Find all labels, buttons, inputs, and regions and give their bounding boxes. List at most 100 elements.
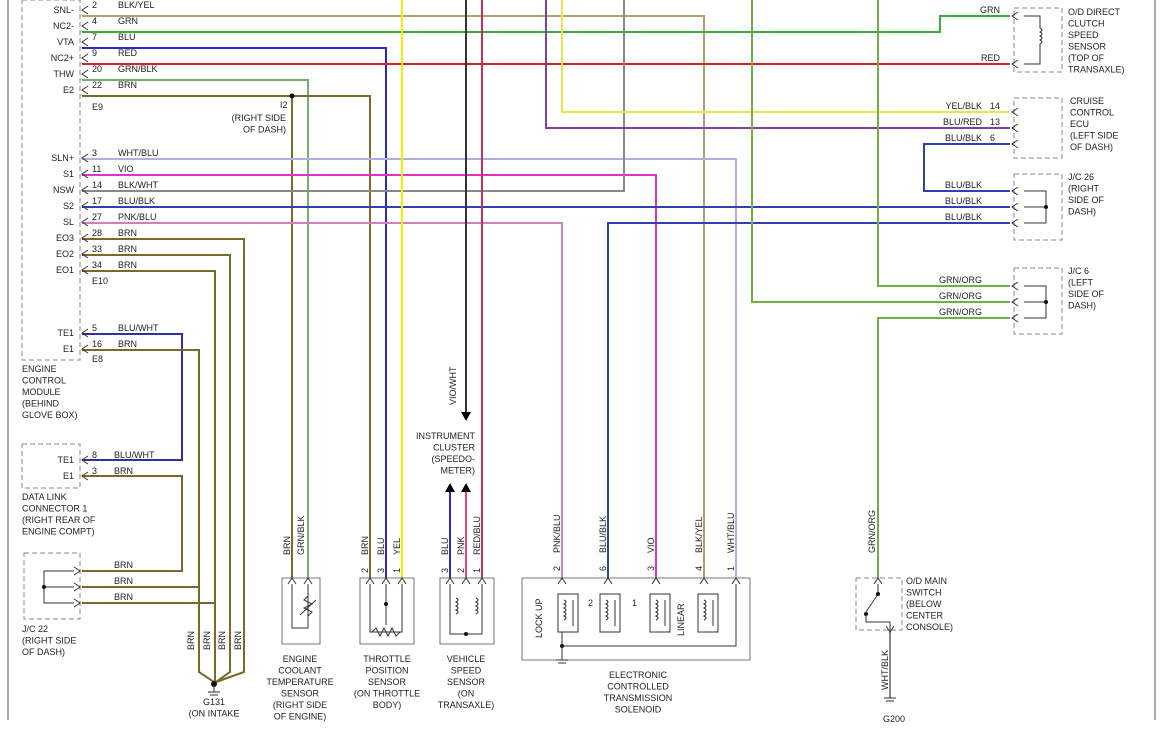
ects-arrow xyxy=(603,577,613,585)
jc26-arrow xyxy=(1011,202,1019,212)
od-switch-box xyxy=(855,577,903,631)
wire-nsw xyxy=(82,0,625,192)
vss-wire-label: BLU xyxy=(440,537,450,555)
ecm-wire-label: BRN xyxy=(118,80,137,90)
vss-arrow xyxy=(477,577,487,585)
jc6-label-line-1: (LEFT xyxy=(1068,278,1094,288)
vss-label-line-3: (ON xyxy=(458,689,475,699)
coolant-arrow xyxy=(287,577,297,585)
ecm-pin-num: 28 xyxy=(92,228,102,238)
wire-blu-red xyxy=(545,0,1010,129)
coolant-box xyxy=(281,577,321,645)
wire-s2-ect xyxy=(607,222,1010,578)
ects-arrow xyxy=(651,577,661,585)
ecm-conn-e10: E10 xyxy=(92,276,108,286)
tps-label-line-4: BODY) xyxy=(373,700,402,710)
ecm-pin-num: 7 xyxy=(92,32,97,42)
ects-num-1: 1 xyxy=(632,598,637,608)
g131-label-line-0: G131 xyxy=(203,697,225,707)
vss-label-line-4: TRANSAXLE) xyxy=(438,700,495,710)
ecm-wire-label: PNK/BLU xyxy=(118,212,157,222)
od-label-line-1: CLUTCH xyxy=(1068,19,1105,29)
jc26-dot xyxy=(1044,205,1048,209)
ecm-conn-e9: E9 xyxy=(92,102,103,112)
tps-wire-label: YEL xyxy=(392,538,402,555)
splice-dot xyxy=(289,93,295,99)
cluster-label-line-2: (SPEEDO- xyxy=(431,454,475,464)
ecm-pin-name: S1 xyxy=(63,169,74,179)
od-arrow-2 xyxy=(1011,59,1019,69)
ects-solenoid-1 xyxy=(599,593,621,633)
wire-e1 xyxy=(82,349,215,683)
g131-splice xyxy=(211,681,217,687)
ecm-pin-arrow xyxy=(81,328,89,338)
ecm-wire-label: BRN xyxy=(118,244,137,254)
ecm-label-line-4: GLOVE BOX) xyxy=(22,410,78,420)
ecm-pin-name: NSW xyxy=(53,185,75,195)
coolant-label-line-2: TEMPERATURE xyxy=(266,677,333,687)
vss-label-line-0: VEHICLE xyxy=(447,654,486,664)
wire-snl xyxy=(82,15,705,578)
vss-wire-label: RED/BLU xyxy=(472,516,482,555)
dlc-wire-label: BLU/WHT xyxy=(114,450,155,460)
cruise-wire-label: BLU/RED xyxy=(943,117,983,127)
components xyxy=(21,0,1063,702)
jc26-label-line-3: DASH) xyxy=(1068,207,1096,217)
coolant-label-line-0: ENGINE xyxy=(283,654,318,664)
od-switch-label-line-0: O/D MAIN xyxy=(906,576,947,586)
ecm-wire-label: BLK/YEL xyxy=(118,0,155,10)
g131-wire-label: BRN xyxy=(186,631,196,650)
ects-coil-0 xyxy=(562,599,567,621)
vss-wire-label: PNK xyxy=(456,536,466,555)
wire-sln xyxy=(82,158,737,578)
tps-pin-num: 1 xyxy=(392,568,402,573)
ects-pin-num: 2 xyxy=(552,566,562,571)
ects-common xyxy=(561,584,737,647)
coolant-resistor xyxy=(302,595,314,617)
jc22-arrow xyxy=(73,566,81,576)
jc22-label-line-1: (RIGHT SIDE xyxy=(22,636,76,646)
ecm-pin-arrow xyxy=(81,153,89,163)
coolant-label-line-5: OF ENGINE) xyxy=(274,712,327,722)
od-switch-out xyxy=(865,614,891,630)
ects-pin-num: 6 xyxy=(598,566,608,571)
tps-dot xyxy=(384,602,388,606)
cruise-label-line-0: CRUISE xyxy=(1070,96,1104,106)
ects-label-line-1: CONTROLLED xyxy=(607,682,669,692)
tps-pin-num: 3 xyxy=(376,568,386,573)
vss-pin-num: 2 xyxy=(456,568,466,573)
ecm-pin-arrow xyxy=(81,201,89,211)
od-switch-wire-top: GRN/ORG xyxy=(867,510,877,553)
tps-label-line-2: SENSOR xyxy=(368,677,407,687)
od-wire-red: RED xyxy=(981,53,1001,63)
ects-solenoid-3 xyxy=(697,593,719,633)
cruise-pin-num: 13 xyxy=(990,117,1000,127)
coolant-wire-grnblk: GRN/BLK xyxy=(296,515,306,555)
ects-pin-num: 3 xyxy=(646,566,656,571)
cluster-label-line-3: METER) xyxy=(441,466,476,476)
wire-eo3 xyxy=(82,238,245,683)
ecm-pin-arrow xyxy=(81,217,89,227)
jc6-wire-label: GRN/ORG xyxy=(939,291,982,301)
od-switch-label-line-1: SWITCH xyxy=(906,588,942,598)
ects-pin-num: 1 xyxy=(726,566,736,571)
cruise-wire-label: YEL/BLK xyxy=(945,101,982,111)
ecm-pin-num: 16 xyxy=(92,339,102,349)
dlc-label-line-2: (RIGHT REAR OF xyxy=(22,515,96,525)
ecm-wire-label: BRN xyxy=(118,339,137,349)
cruise-label-line-3: (LEFT SIDE xyxy=(1070,131,1118,141)
wire-nc2-minus xyxy=(82,15,1010,33)
vss-label-line-2: SENSOR xyxy=(447,677,486,687)
ecm-pin-name: EO2 xyxy=(56,249,74,259)
jc26-label-line-1: (RIGHT xyxy=(1068,184,1099,194)
ecm-conn-e8: E8 xyxy=(92,354,103,364)
ects-wire-label: BLU/BLK xyxy=(598,516,608,553)
dlc-pin-name: E1 xyxy=(63,471,74,481)
ecm-pin-name: THW xyxy=(54,69,75,79)
jc6-arrow xyxy=(1011,281,1019,291)
jc26-wire-label: BLU/BLK xyxy=(945,196,982,206)
jc26-wire-label: BLU/BLK xyxy=(945,212,982,222)
dlc-label-line-1: CONNECTOR 1 xyxy=(22,504,87,514)
cruise-arrow xyxy=(1011,123,1019,133)
dlc-pin-num: 3 xyxy=(92,466,97,476)
